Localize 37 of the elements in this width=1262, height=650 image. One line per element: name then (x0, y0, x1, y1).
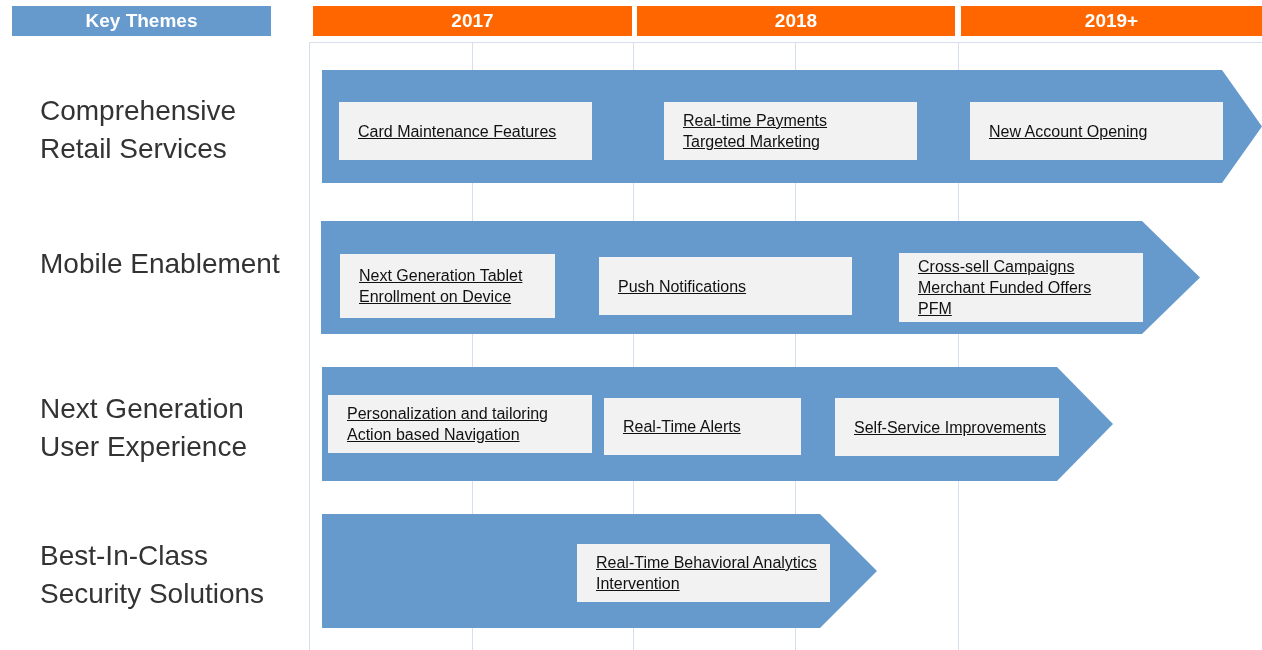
arrow-band (321, 221, 1200, 334)
milestone-text: Merchant Funded Offers (918, 278, 1093, 298)
theme-label: Best-In-Class Security Solutions (40, 539, 266, 611)
arrow-band (322, 70, 1262, 183)
milestone-text: Cross-sell Campaigns (918, 257, 1076, 277)
year-header: 2017 (313, 6, 632, 36)
milestone-text: Next Generation Tablet (359, 266, 524, 286)
milestone-card (835, 398, 1059, 456)
year-header: 2019+ (961, 6, 1262, 36)
milestone-card (970, 102, 1223, 160)
arrow-band (322, 367, 1113, 481)
theme-label: Mobile Enablement (40, 247, 280, 281)
milestone-text: Real-Time Behavioral Analytics Intervention (596, 553, 818, 594)
year-header: 2018 (637, 6, 955, 36)
milestone-card (339, 102, 592, 160)
milestone-text: Personalization and tailoring (347, 404, 549, 424)
milestone-card (340, 254, 555, 318)
theme-label: Next Generation User Experience (40, 392, 248, 464)
milestone-card (577, 544, 830, 602)
milestone-card (664, 102, 917, 160)
milestone-text: Card Maintenance Features (358, 121, 558, 142)
milestone-text: Action based Navigation (347, 425, 521, 445)
milestone-card (604, 398, 801, 455)
arrow-band (322, 514, 877, 628)
milestone-text: Push Notifications (618, 276, 748, 297)
milestone-text: Self-Service Improvements (854, 417, 1048, 438)
milestone-text: Real-Time Alerts (623, 417, 742, 437)
column-header: Key Themes (12, 6, 271, 36)
milestone-text: Real-time Payments (683, 111, 829, 131)
milestone-card (328, 395, 592, 453)
milestone-card (899, 253, 1143, 322)
milestone-text: New Account Opening (989, 121, 1149, 142)
theme-label: Comprehensive Retail Services (40, 94, 238, 166)
milestone-card (599, 257, 852, 315)
milestone-text: PFM (918, 299, 953, 319)
milestone-text: Targeted Marketing (683, 132, 821, 152)
milestone-text: Enrollment on Device (359, 287, 513, 307)
